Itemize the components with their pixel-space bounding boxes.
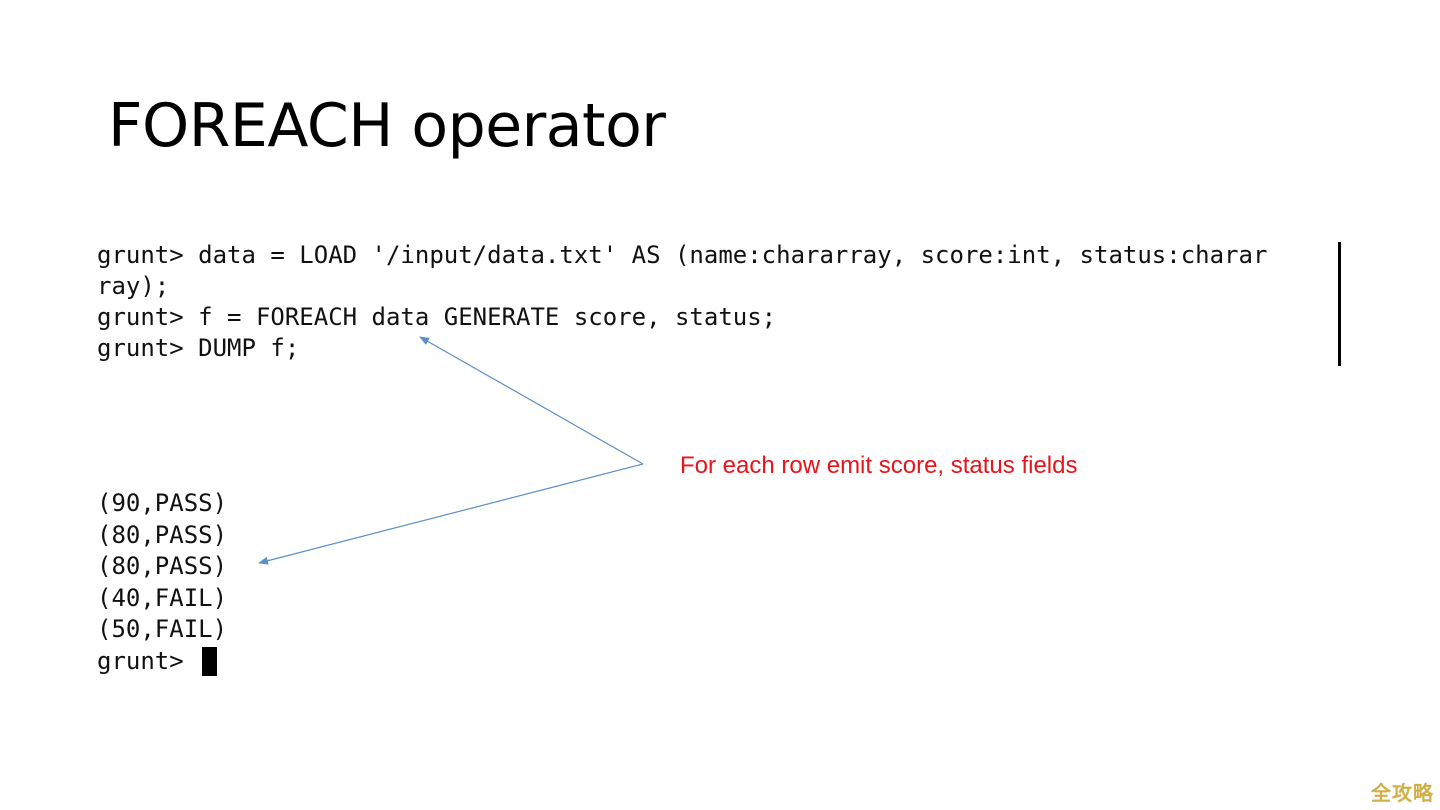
code-block: grunt> data = LOAD '/input/data.txt' AS …: [97, 240, 1337, 364]
terminal-prompt: grunt>: [97, 646, 199, 675]
terminal-prompt-line[interactable]: grunt>: [97, 646, 227, 678]
output-line-4: (40,FAIL): [97, 583, 228, 612]
arrow-to-output-line: [258, 463, 644, 565]
slide-title: FOREACH operator: [108, 91, 666, 161]
output-line-2: (80,PASS): [97, 520, 228, 549]
code-line-4: grunt> DUMP f;: [97, 334, 300, 362]
annotation-text: For each row emit score, status fields: [680, 452, 1078, 479]
output-block: (90,PASS) (80,PASS) (80,PASS) (40,FAIL) …: [97, 488, 227, 678]
code-line-3: grunt> f = FOREACH data GENERATE score, …: [97, 303, 777, 331]
code-line-1: grunt> data = LOAD '/input/data.txt' AS …: [97, 241, 1268, 269]
code-line-2: ray);: [97, 272, 170, 300]
output-line-3: (80,PASS): [97, 552, 228, 581]
terminal-cursor: [202, 647, 218, 677]
code-block-right-border: [1338, 242, 1341, 366]
watermark-logo: 全攻略: [1371, 781, 1434, 805]
output-line-5: (50,FAIL): [97, 615, 228, 644]
output-line-1: (90,PASS): [97, 489, 228, 517]
